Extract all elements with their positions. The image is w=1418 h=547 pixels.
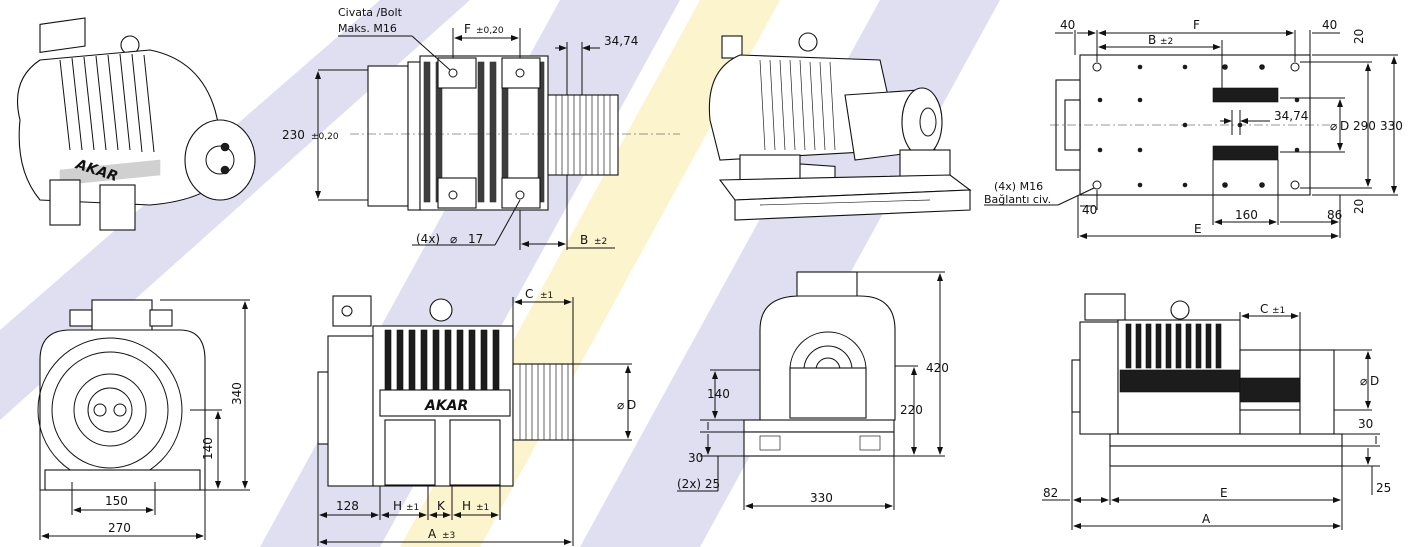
bs-dim-e: E	[1220, 486, 1228, 500]
side-dim-h1-tol: ±1	[406, 503, 419, 513]
plan-dim-40-right: 40	[1322, 18, 1337, 32]
bs-dim-a: A	[1202, 512, 1211, 526]
side-dim-h1: H	[393, 499, 402, 513]
front-dim-150: 150	[105, 494, 128, 508]
plan-dim-40-top: 40	[1060, 18, 1075, 32]
plan-dim-d: D	[1340, 119, 1349, 133]
side-dim-c-tol: ±1	[540, 291, 553, 301]
top-dim-3474: 34,74	[604, 34, 638, 48]
side-dim-k: K	[437, 499, 446, 513]
bedplate-side-view: C ±1 ⌀ D 30 25 82 E A	[1042, 293, 1391, 530]
bs-dim-c: C	[1260, 302, 1268, 316]
bs-dim-c-tol: ±1	[1272, 306, 1285, 316]
side-sheave-grooves	[519, 364, 569, 440]
side-dim-a: A	[428, 527, 437, 541]
side-logo: AKAR	[424, 398, 468, 414]
plan-dim-40-bottom: 40	[1082, 203, 1097, 217]
bf-dim-140: 140	[707, 387, 730, 401]
holes-dia: 17	[468, 232, 483, 246]
top-dim-b-tol: ±2	[594, 237, 607, 247]
plan-dim-20-bottom: 20	[1352, 199, 1366, 214]
side-dim-d: D	[627, 398, 636, 412]
front-dim-340: 340	[230, 382, 244, 405]
bs-dim-25: 25	[1376, 481, 1391, 495]
sheave-grooves	[555, 95, 611, 175]
top-dim-b: B	[580, 233, 588, 247]
top-view: 230 ±0,20 F ±0,20 34,74 Civata /Bolt Mak…	[282, 6, 680, 250]
plan-dim-b-tol: ±2	[1160, 37, 1173, 47]
bs-dim-82: 82	[1043, 486, 1058, 500]
bf-dim-220: 220	[900, 403, 923, 417]
plan-dim-20-top: 20	[1352, 29, 1366, 44]
plan-dim-b: B	[1148, 33, 1156, 47]
plan-dim-d-symbol: ⌀	[1330, 119, 1337, 133]
top-dim-230: 230	[282, 128, 305, 142]
plan-dim-160: 160	[1235, 208, 1258, 222]
bs-dim-d: D	[1370, 374, 1379, 388]
bolt-note-line2: Maks. M16	[338, 22, 397, 35]
plan-dim-290: 290	[1353, 119, 1376, 133]
bolt-hole-1	[448, 68, 458, 78]
bolt-hole-2	[515, 68, 525, 78]
side-dim-h2: H	[462, 499, 471, 513]
plan-dim-f: F	[1193, 18, 1200, 32]
side-dim-128: 128	[336, 499, 359, 513]
bs-fins	[1125, 323, 1222, 369]
plan-dim-e: E	[1194, 222, 1202, 236]
top-dim-f-tol: ±0,20	[476, 26, 504, 36]
side-dim-c: C	[525, 287, 533, 301]
holes-dia-symbol: ⌀	[450, 232, 457, 246]
side-lifting-eye	[429, 298, 453, 322]
plan-dim-330: 330	[1380, 119, 1403, 133]
iso-view-bedplate	[708, 32, 972, 221]
plan-dim-3474: 34,74	[1274, 109, 1308, 123]
iso-view-motor: AKAR	[16, 17, 256, 231]
bs-dim-d-symbol: ⌀	[1360, 374, 1367, 388]
plan-view: 40 F 40 B ±2 34,74 ⌀ D 290 330 20 20 (4x…	[984, 18, 1403, 239]
side-view: AKAR C ±1 ⌀ D 128 H ±1 K H ±1 A	[317, 287, 636, 546]
bolt-note-line1: Civata /Bolt	[338, 6, 403, 19]
front-view: 340 140 150 270	[37, 299, 250, 540]
plan-bolt-holes	[1092, 62, 1300, 190]
side-dim-d-symbol: ⌀	[617, 398, 624, 412]
holes-label: (4x)	[416, 232, 440, 246]
bf-dim-2x25: (2x) 25	[677, 477, 720, 491]
bolt-hole-4	[515, 190, 525, 200]
front-dim-270: 270	[108, 521, 131, 535]
plan-dim-86: 86	[1327, 208, 1342, 222]
cooling-fins	[59, 53, 155, 153]
plan-bolt-label-line1: (4x) M16	[994, 180, 1043, 193]
bf-dim-30: 30	[688, 451, 703, 465]
bolt-hole-3	[448, 190, 458, 200]
top-dim-230-tol: ±0,20	[311, 132, 339, 142]
bf-dim-330: 330	[810, 491, 833, 505]
iso2-fins	[759, 59, 836, 151]
shaft-end	[205, 145, 235, 175]
front-dim-140: 140	[201, 437, 215, 460]
plan-bolt-label-line2: Bağlantı civ.	[984, 193, 1051, 206]
bf-dim-420: 420	[926, 361, 949, 375]
bs-dim-30: 30	[1358, 417, 1373, 431]
top-dim-f: F	[464, 22, 471, 36]
side-dim-a-tol: ±3	[442, 531, 455, 541]
bedplate-front-view: 420 140 220 30 (2x) 25 330	[677, 271, 949, 510]
side-dim-h2-tol: ±1	[476, 503, 489, 513]
